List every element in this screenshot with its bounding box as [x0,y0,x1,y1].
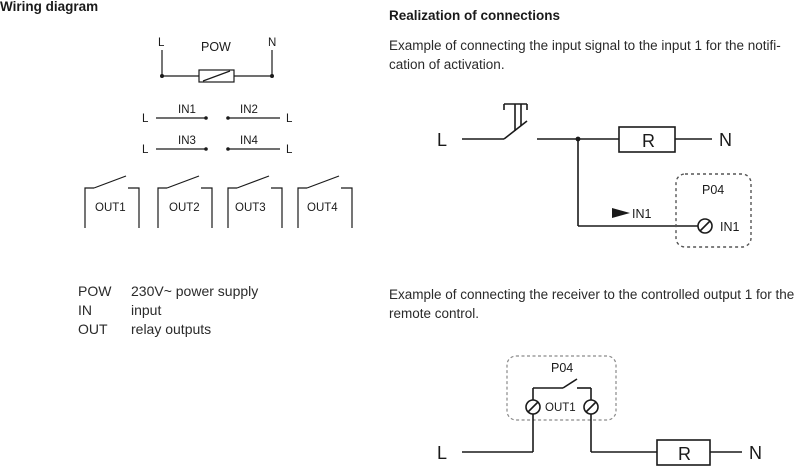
push-button-icon [503,103,528,140]
legend-abbr: IN [78,302,92,318]
example2-circuit: P04 OUT1 L R N [437,355,762,466]
d2-device-label: P04 [551,361,573,375]
in-l-label: L [142,144,149,156]
in4-label: IN4 [240,135,259,147]
d1-resistor-label: R [642,131,655,151]
d1-terminal-label: IN1 [720,220,740,234]
legend-desc: input [131,302,162,318]
pow-label: POW [201,40,231,54]
legend-desc: 230V~ power supply [131,283,259,299]
outputs-block: OUT1 OUT2 OUT3 OUT4 [84,175,353,228]
legend-row-pow: POW 230V~ power supply [78,282,258,301]
in-l-label: L [286,144,293,156]
d2-l-label: L [437,443,447,463]
pow-l-label: L [158,37,165,49]
example1-description: Example of connecting the input signal t… [389,38,781,72]
wiring-diagram-heading: Wiring diagram [0,0,99,14]
in2-label: IN2 [240,104,258,116]
in1-label: IN1 [178,104,196,116]
example2-description: Example of connecting the receiver to th… [389,287,795,321]
legend-desc: relay outputs [131,321,212,337]
out4-label: OUT4 [307,202,338,214]
realization-heading: Realization of connections [389,8,561,23]
out1-label: OUT1 [95,202,126,214]
in3-label: IN3 [178,135,196,147]
legend-row-out: OUT relay outputs [78,320,258,339]
d1-device-box [675,173,752,248]
d1-n-label: N [719,130,732,150]
d1-device-label: P04 [702,183,724,197]
d2-device-box [506,355,617,421]
signal-arrow-icon [612,208,630,218]
out2-label: OUT2 [169,202,200,214]
pow-n-label: N [268,37,276,49]
d2-resistor-label: R [678,444,691,464]
terminal-icon [697,218,713,234]
legend-abbr: OUT [78,321,108,337]
inputs-block: L IN1 IN2 L L IN3 IN4 L [142,104,293,156]
d2-terminal-label: OUT1 [545,402,576,414]
power-supply-block: L POW N [158,37,276,83]
example1-circuit: L R N IN1 P04 IN1 [437,103,752,248]
legend: POW 230V~ power supply IN input OUT rela… [78,282,258,339]
d2-n-label: N [749,443,762,463]
d1-l-label: L [437,130,447,150]
legend-row-in: IN input [78,301,258,320]
out3-label: OUT3 [235,202,266,214]
in-l-label: L [142,113,149,125]
legend-abbr: POW [78,283,112,299]
d1-signal-label: IN1 [632,207,652,221]
in-l-label: L [286,113,293,125]
